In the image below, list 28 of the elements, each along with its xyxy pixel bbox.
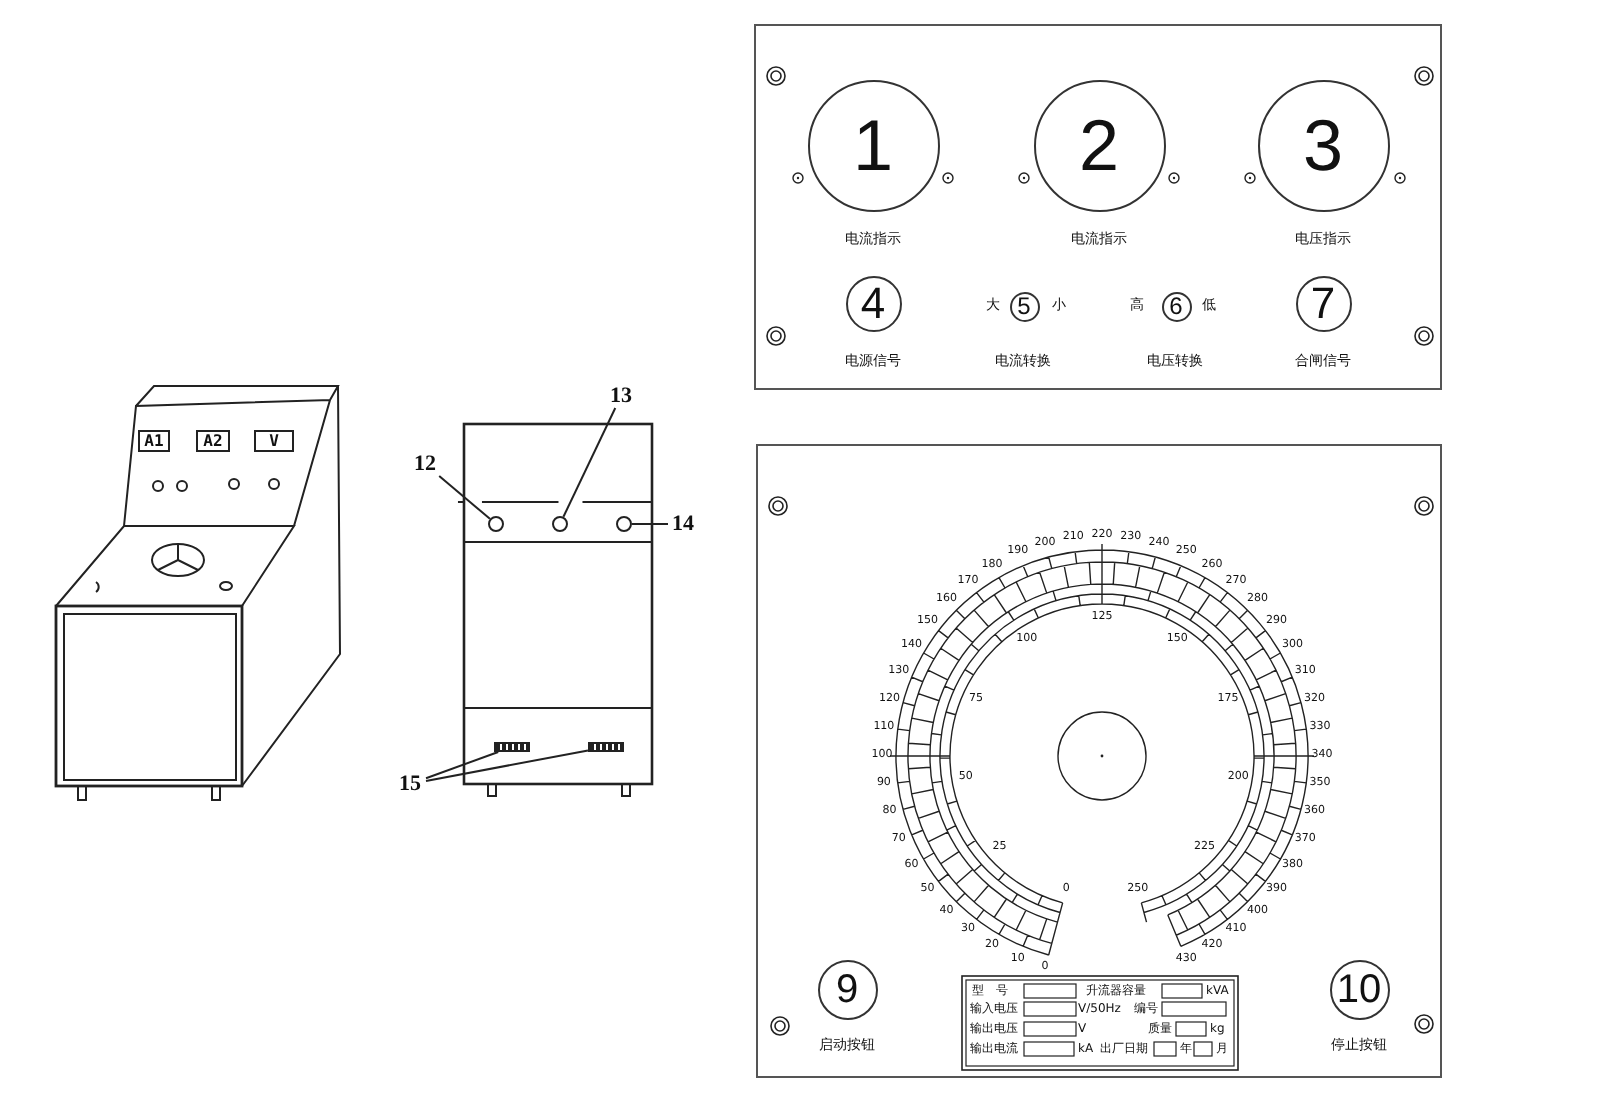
numbered-circle: 6 xyxy=(1161,291,1191,321)
handle xyxy=(588,742,624,752)
leader-line xyxy=(438,475,491,520)
knob xyxy=(616,516,632,532)
meter-label-box: A2 xyxy=(196,430,230,452)
numbered-circle: 3 xyxy=(1257,79,1389,211)
numbered-circle: 10 xyxy=(1329,959,1389,1019)
panel-board xyxy=(756,444,1442,1078)
panel-board xyxy=(754,24,1442,390)
knob xyxy=(552,516,568,532)
numbered-circle: 2 xyxy=(1033,79,1165,211)
numbered-circle: 1 xyxy=(807,79,939,211)
callout-number: 12 xyxy=(410,452,440,476)
handle xyxy=(494,742,530,752)
leader-line xyxy=(562,407,617,518)
leader-line xyxy=(631,523,669,525)
numbered-circle: 4 xyxy=(845,275,901,331)
callout-number: 15 xyxy=(394,772,426,796)
meter-label-box: V xyxy=(254,430,294,452)
numbered-circle: 9 xyxy=(817,959,877,1019)
leader-line xyxy=(425,751,500,780)
meter-label-box: A1 xyxy=(138,430,170,452)
leader-line xyxy=(425,749,589,782)
callout-number: 14 xyxy=(668,512,698,536)
callout-number: 13 xyxy=(606,384,636,408)
numbered-circle: 7 xyxy=(1295,275,1351,331)
numbered-circle: 5 xyxy=(1009,291,1039,321)
knob xyxy=(488,516,504,532)
